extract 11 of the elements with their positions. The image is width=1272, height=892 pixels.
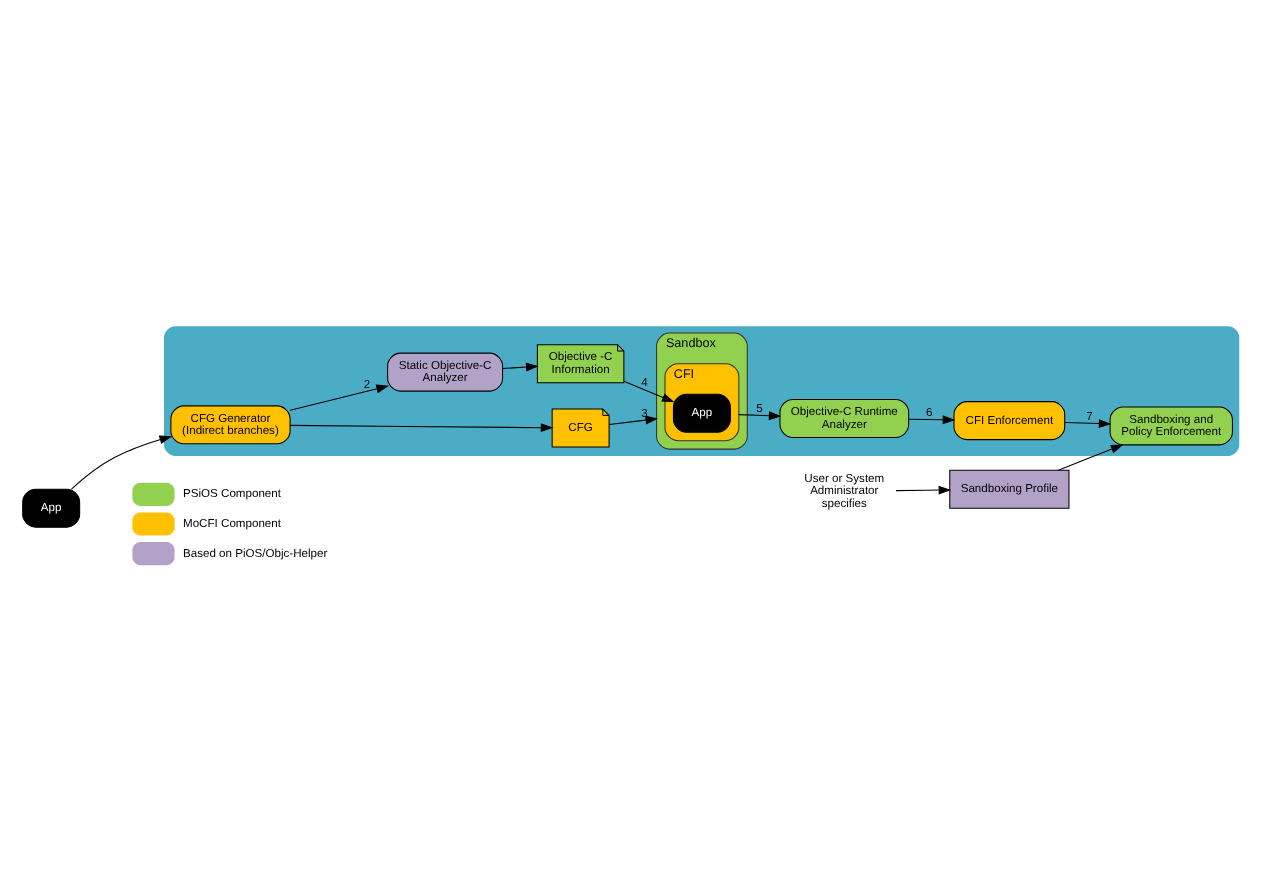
arrow (289, 422, 554, 432)
arrow (908, 414, 956, 424)
arrow (895, 484, 952, 494)
arrow (608, 414, 659, 425)
arrow (623, 379, 675, 402)
arrow (1064, 418, 1112, 427)
arrow (738, 410, 782, 420)
arrow (1057, 443, 1124, 470)
arrow (289, 383, 389, 410)
arrow (502, 361, 539, 371)
arrow (70, 434, 173, 489)
